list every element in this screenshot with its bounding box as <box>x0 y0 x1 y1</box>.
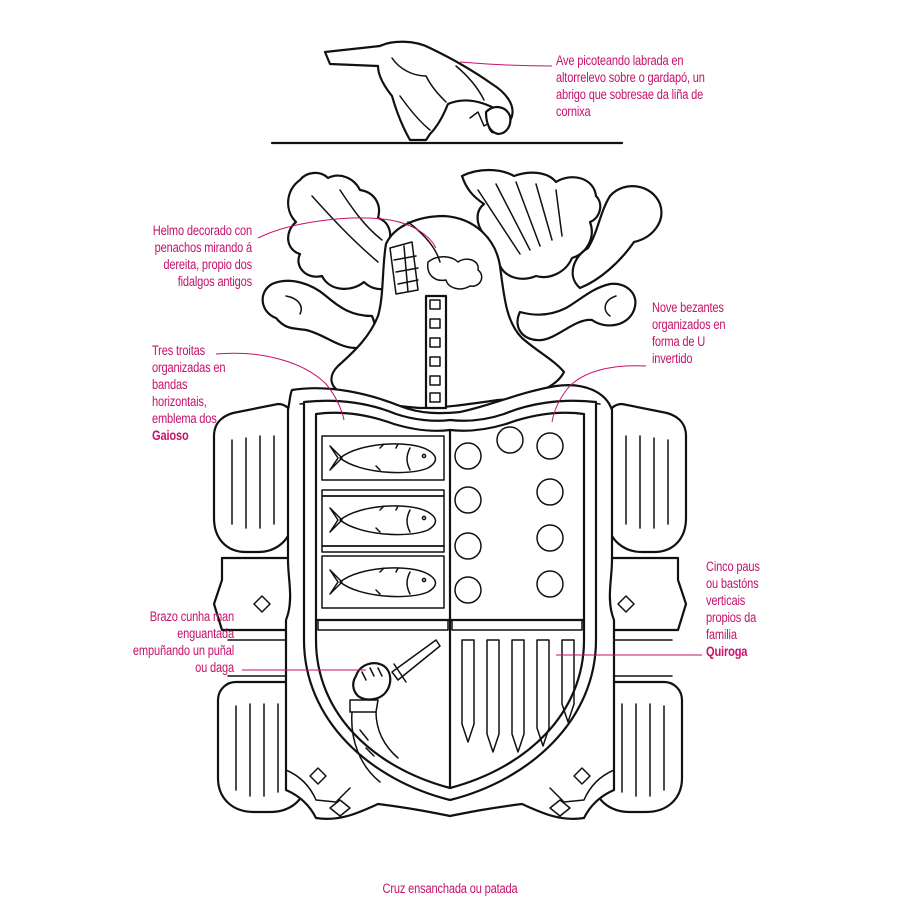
five-staves <box>461 639 575 753</box>
bezant-icon <box>454 576 482 604</box>
trout-icon <box>329 567 437 598</box>
label-helmet: Helmo decorado con penachos mirando á de… <box>152 223 252 289</box>
left-pillar <box>212 402 308 814</box>
label-trout-text: Tres troitas organizadas en bandas horiz… <box>152 343 226 426</box>
bezant-icon <box>454 486 482 514</box>
left-plumes <box>261 171 402 350</box>
right-pillar <box>592 402 688 814</box>
trout-bands <box>321 435 445 609</box>
bezant-icon <box>454 532 482 560</box>
bezant-icon <box>454 442 482 470</box>
armed-arm-icon <box>349 639 441 783</box>
label-staves: Cinco paus ou bastóns verticais propios … <box>706 558 770 660</box>
leader-helmet <box>257 217 437 249</box>
label-trout: Tres troitas organizadas en bandas horiz… <box>152 342 244 444</box>
bezant-icon <box>496 426 524 454</box>
label-bezants: Nove bezantes organizados en forma de U … <box>652 300 726 366</box>
shield <box>302 399 598 802</box>
bezant-icon <box>536 478 564 506</box>
leader-bird <box>459 61 553 67</box>
label-arm: Brazo cunha man enguantada empuñando un … <box>132 609 234 675</box>
bezant-icon <box>536 524 564 552</box>
label-staves-text: Cinco paus ou bastóns verticais propios … <box>706 559 760 642</box>
label-staves-family: Quiroga <box>706 644 748 659</box>
label-bird: Ave picoteando labrada en altorrelevo so… <box>556 53 705 119</box>
bezant-icon <box>536 570 564 598</box>
trout-icon <box>329 443 437 474</box>
leader-lines <box>215 61 702 671</box>
bird-icon <box>323 40 514 142</box>
leader-bezants <box>551 365 647 423</box>
helmet <box>330 214 566 410</box>
label-trout-family: Gaioso <box>152 428 189 443</box>
bezant-icon <box>536 432 564 460</box>
label-cross: Cruz ensanchada ou patada <box>382 881 518 896</box>
bezants <box>454 426 564 604</box>
leader-trout <box>215 352 345 421</box>
trout-icon <box>329 505 437 536</box>
